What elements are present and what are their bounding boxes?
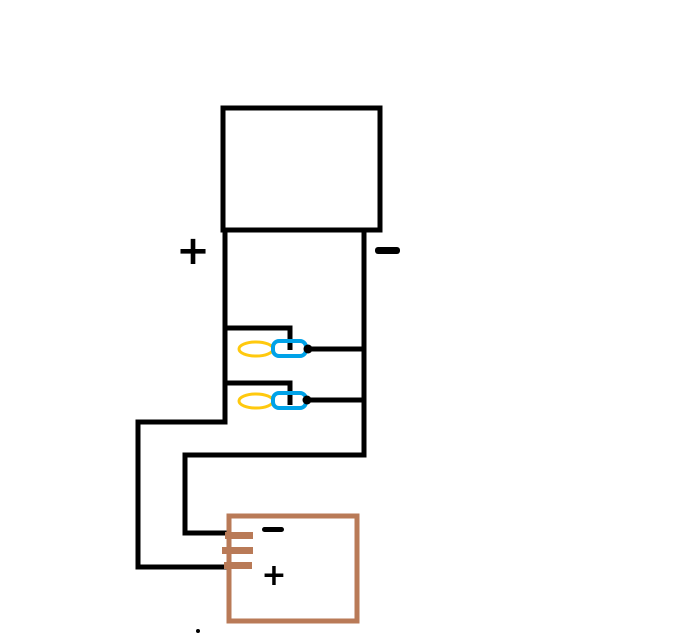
top-component-box	[220, 105, 383, 233]
wires	[135, 230, 367, 570]
battery-terminal-middle	[222, 547, 253, 554]
led-1	[237, 339, 313, 358]
positive-rail	[135, 230, 228, 570]
led2-anode-wire	[223, 380, 293, 405]
led2-ring	[237, 392, 275, 410]
battery: +	[222, 513, 360, 624]
battery-terminal-bottom	[224, 562, 252, 569]
top-minus-label	[375, 247, 400, 254]
stray-dot	[196, 629, 200, 633]
led1-ring	[237, 340, 275, 358]
battery-plus-label: +	[261, 558, 286, 593]
negative-rail	[182, 230, 367, 536]
battery-terminal-top	[225, 532, 253, 539]
led1-terminal-dot	[303, 344, 313, 354]
battery-minus-label	[262, 527, 284, 532]
led-2	[237, 391, 312, 410]
led2-terminal-dot	[302, 395, 312, 405]
top-plus-label: +	[176, 228, 210, 274]
